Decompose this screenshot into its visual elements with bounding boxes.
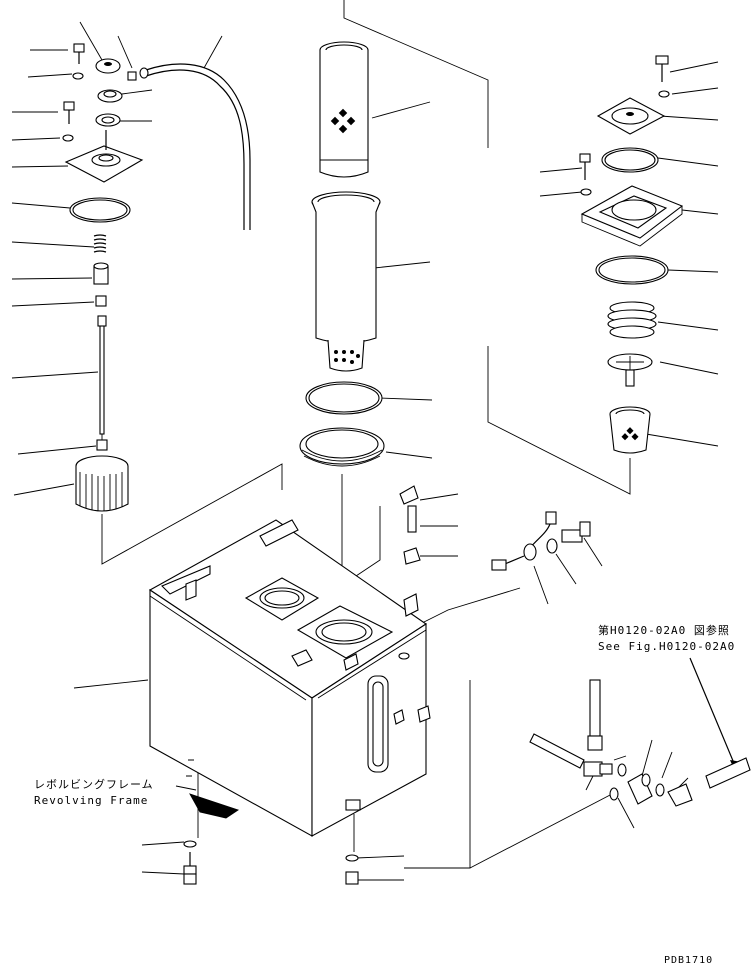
reference-arrow <box>689 657 742 774</box>
revolving-frame-hatch <box>175 785 240 819</box>
hydraulic-tank <box>148 519 431 837</box>
bottom-bolts <box>183 840 359 885</box>
breather-pipe <box>139 63 251 230</box>
drain-fittings <box>529 679 751 807</box>
center-filter-assembly <box>299 41 385 467</box>
leader-lines-right <box>355 61 719 881</box>
leader-lines-left <box>11 21 223 875</box>
left-filler-assembly <box>62 43 144 512</box>
drawing-code: PDB1710 <box>664 955 714 966</box>
reference-note-english: See Fig.H0120-02A0 <box>598 640 736 653</box>
revolving-frame-label-japanese: レボルビングフレーム <box>34 778 154 791</box>
right-strainer-assembly <box>579 55 684 454</box>
top-fittings <box>399 485 591 571</box>
revolving-frame-label-english: Revolving Frame <box>34 794 149 807</box>
reference-note-japanese: 第H0120-02A0 図参照 <box>598 624 730 637</box>
